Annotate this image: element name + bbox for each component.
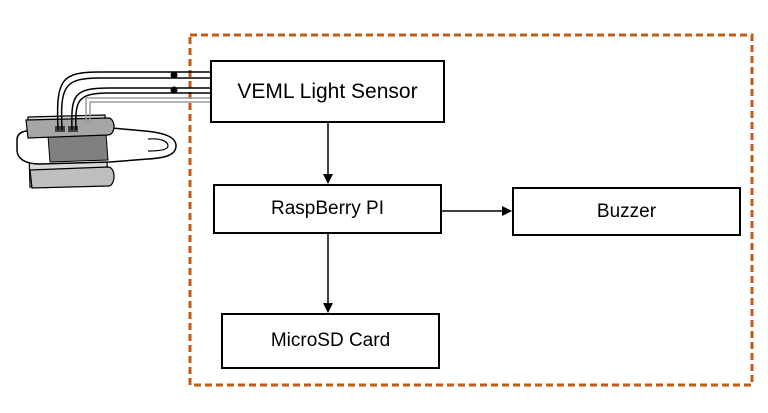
microsd-card-block: MicroSD Card (221, 313, 440, 369)
microsd-card-label: MicroSD Card (270, 330, 391, 351)
system-boundary (188, 33, 754, 387)
finger-clip-sensor-icon (16, 71, 210, 189)
buzzer-label: Buzzer (596, 200, 657, 222)
veml-light-sensor-label: VEML Light Sensor (237, 79, 418, 103)
veml-light-sensor-block: VEML Light Sensor (210, 60, 445, 123)
buzzer-block: Buzzer (512, 187, 741, 236)
raspberry-pi-block: RaspBerry PI (213, 184, 442, 234)
raspberry-pi-label: RaspBerry PI (271, 198, 384, 219)
